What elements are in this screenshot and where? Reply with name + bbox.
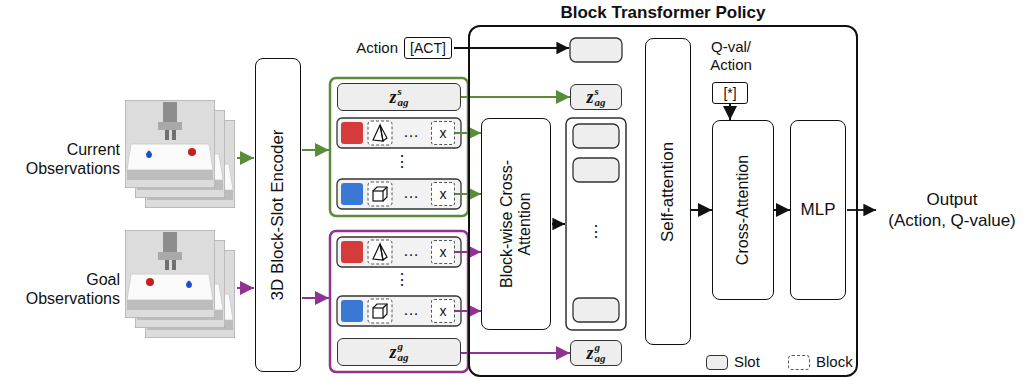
box-text: Block-wise Cross-Attention [498,149,535,299]
block-swatch [788,355,810,370]
slot: zsag [337,83,461,111]
superscript: g [398,341,409,352]
ellipsis: ⋮ [584,222,608,241]
slot: zgag [570,340,622,366]
ellipsis: … [396,183,426,202]
connector [461,352,570,354]
slot: zsag [570,84,622,110]
token-box: [ACT] [404,37,452,59]
box-text: [*] [723,85,736,101]
block-cell: x [431,240,455,264]
block-cell: x [431,121,455,145]
slot-index: gag [595,342,606,364]
box-text: Cross-Attention [734,155,752,265]
ellipsis: ⋮ [390,152,414,171]
slot-symbol: z [389,88,396,106]
box-text: MLP [801,200,836,220]
superscript: s [398,86,409,97]
slot: zgag [337,338,461,366]
ellipsis: … [396,122,426,141]
input-label: Goal Observations [12,270,120,308]
output-label: (Action, Q-value) [872,211,1032,231]
subscript: ag [398,352,409,363]
attention-block: Cross-Attention [712,120,774,300]
attention-block: Self-attention [645,38,691,345]
legend-text: Slot [734,353,760,371]
output-label: Output [872,190,1032,210]
box-text: [ACT] [410,40,446,56]
policy-frame: Block Transformer PolicyzsagBlock-wise C… [468,25,858,377]
block-cell: x [431,299,455,323]
superscript: s [595,86,606,97]
block-cell: x [431,182,455,206]
attention-block: Block-wise Cross-Attention [481,118,551,330]
ellipsis: ⋮ [390,270,414,289]
frame-title: Block Transformer Policy [470,3,856,23]
slot-index: gag [398,341,409,363]
block-text: x [440,245,447,259]
legend-text: Block [816,353,853,371]
slot-symbol: z [586,344,593,362]
ellipsis: … [396,241,426,260]
slot-index: sag [398,86,409,108]
mlp-block: MLP [790,120,846,300]
slot-symbol: z [389,343,396,361]
subscript: ag [398,97,409,108]
connector [729,104,731,120]
slot-symbol: z [586,88,593,106]
box-text: Self-attention [658,141,678,241]
connector [691,209,712,211]
subscript: ag [595,353,606,364]
block-text: x [440,304,447,318]
slot-swatch [706,355,728,370]
subscript: ag [595,97,606,108]
input-label: Current Observations [12,140,120,178]
ellipsis: … [396,300,426,319]
encoder-box: 3D Block-Slot Encoder [255,58,301,372]
slot-index: sag [595,86,606,108]
query-label: Q-val/ Action [698,38,764,74]
token-box: [*] [712,82,748,104]
superscript: g [595,342,606,353]
box-text: 3D Block-Slot Encoder [268,129,288,300]
input-label: Action [340,39,398,57]
connector [774,209,790,211]
connector [461,96,570,98]
block-text: x [440,187,447,201]
block-text: x [440,126,447,140]
